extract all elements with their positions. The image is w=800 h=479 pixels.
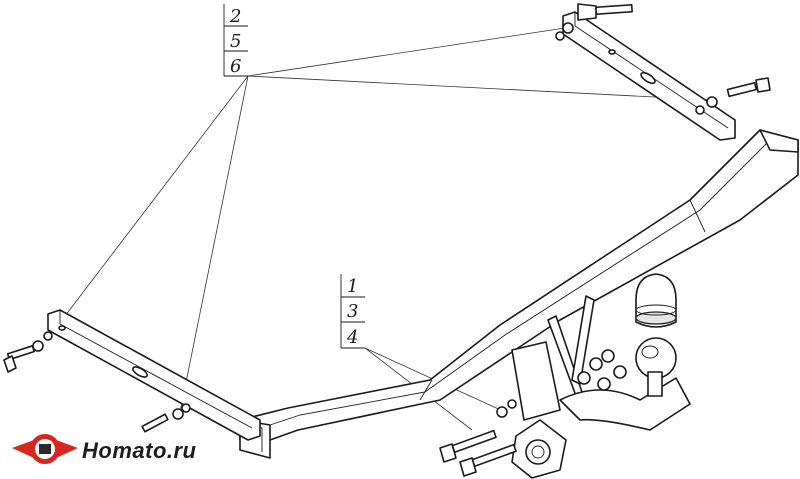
logo-text: Homato.ru: [82, 438, 197, 463]
callout-number: 1: [347, 276, 358, 297]
hitch-nuts: [577, 349, 627, 391]
bolt-set-left: [3, 331, 53, 373]
homato-logo: Homato.ru: [12, 434, 197, 464]
socket-plate: [511, 341, 567, 479]
tow-ball-cover: [635, 273, 677, 328]
callout-box-1-3-4: 1 3 4: [340, 274, 365, 349]
hitch-arm: [547, 295, 691, 431]
callout-number: 6: [230, 56, 241, 77]
bolt-set-right: [695, 77, 771, 115]
callout-number: 4: [346, 327, 358, 348]
hitch-bolts: [439, 399, 517, 477]
right-mounting-bracket: [562, 11, 736, 141]
left-mounting-bracket: [47, 309, 261, 441]
callout-leaders-2-5-6: [51, 27, 713, 413]
bolt-set-top: [555, 3, 633, 41]
callout-box-2-5-6: 2 5 6: [223, 4, 248, 77]
callout-number: 2: [229, 6, 241, 27]
logo-emblem: [12, 434, 78, 464]
main-crossbar-beam: [239, 129, 799, 459]
bolt-set-bottom-left: [141, 403, 191, 433]
callout-number: 3: [347, 301, 358, 322]
callout-number: 5: [230, 31, 241, 52]
